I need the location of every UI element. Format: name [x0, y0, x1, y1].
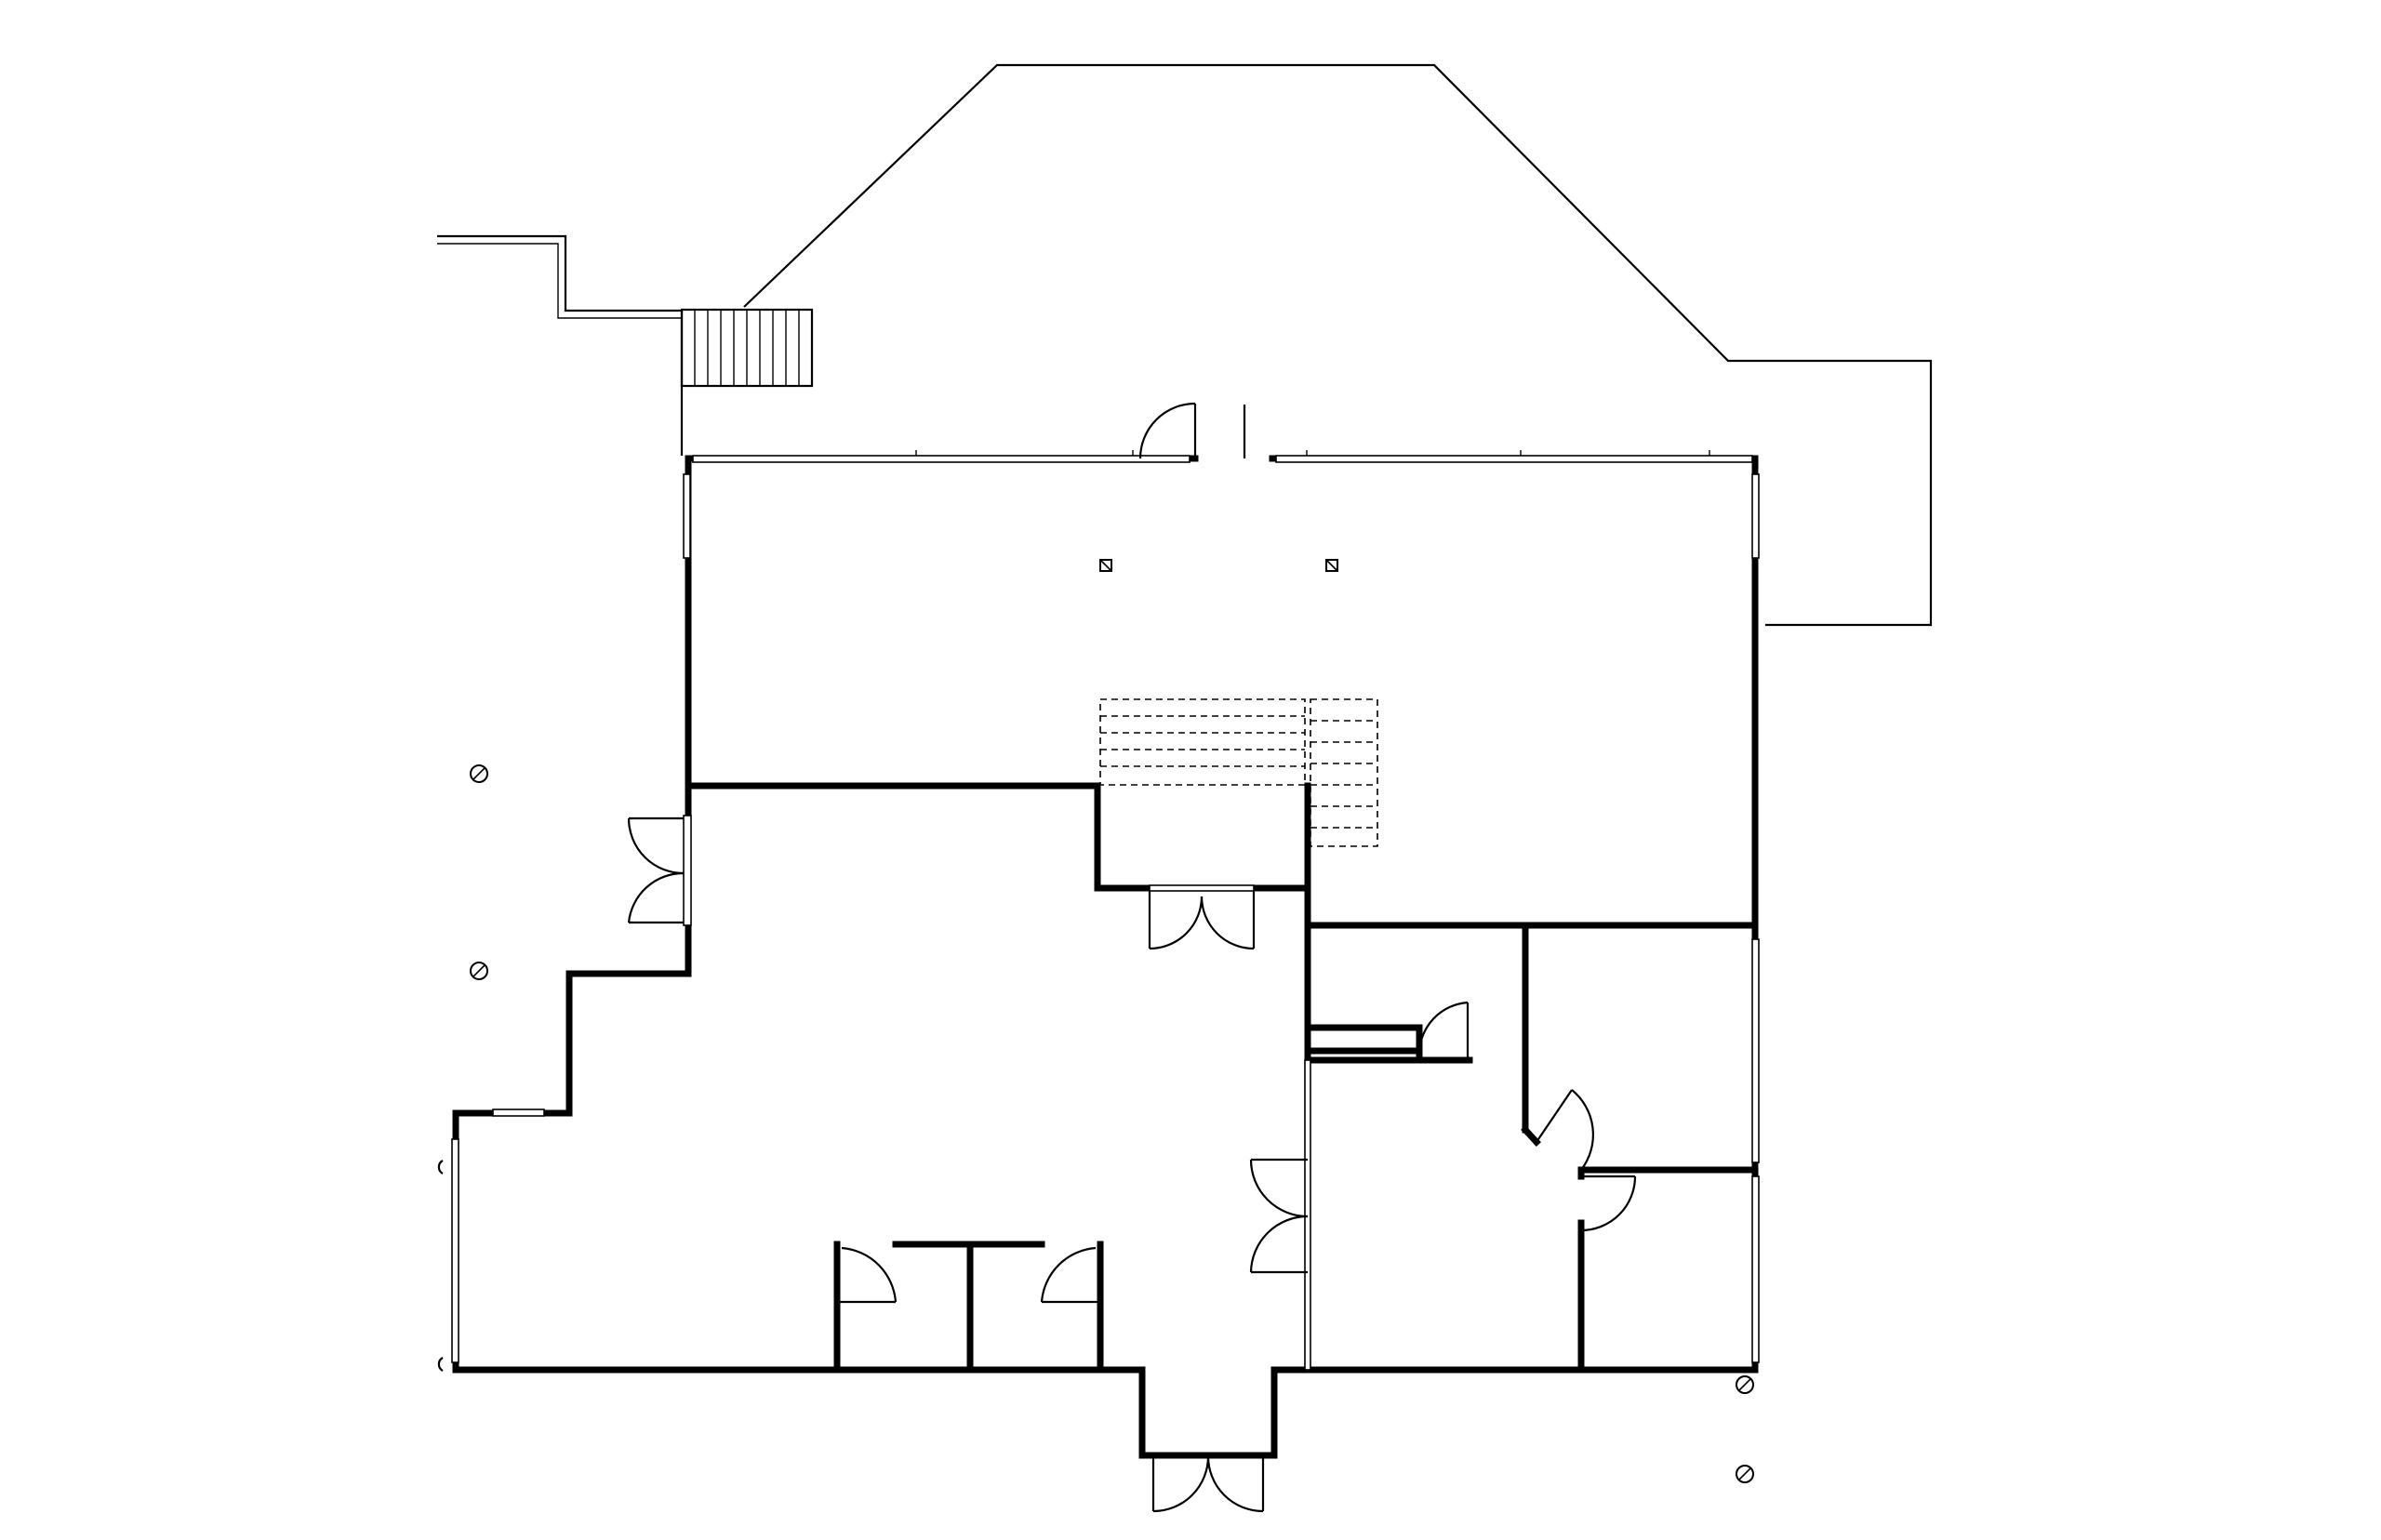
door-restroom-right [1040, 1246, 1100, 1304]
door-small-room [1580, 1175, 1637, 1232]
door-main-entrance [1151, 1455, 1265, 1513]
door-stair-double [1148, 884, 1256, 950]
square-columns [1099, 559, 1338, 572]
deck-outline [437, 63, 1933, 627]
door-restroom-left [837, 1246, 898, 1304]
door-left-double [627, 815, 692, 926]
door-top-entrance [1138, 402, 1246, 459]
door-hall-double [1249, 1059, 1311, 1371]
round-columns [437, 764, 1754, 1483]
doors [627, 402, 1637, 1513]
windows [451, 450, 1760, 1363]
door-angled [1536, 1089, 1594, 1171]
door-service [1417, 1001, 1470, 1060]
interior-stair [1099, 698, 1378, 847]
exterior-stair [680, 308, 814, 388]
walls [452, 455, 1759, 1459]
